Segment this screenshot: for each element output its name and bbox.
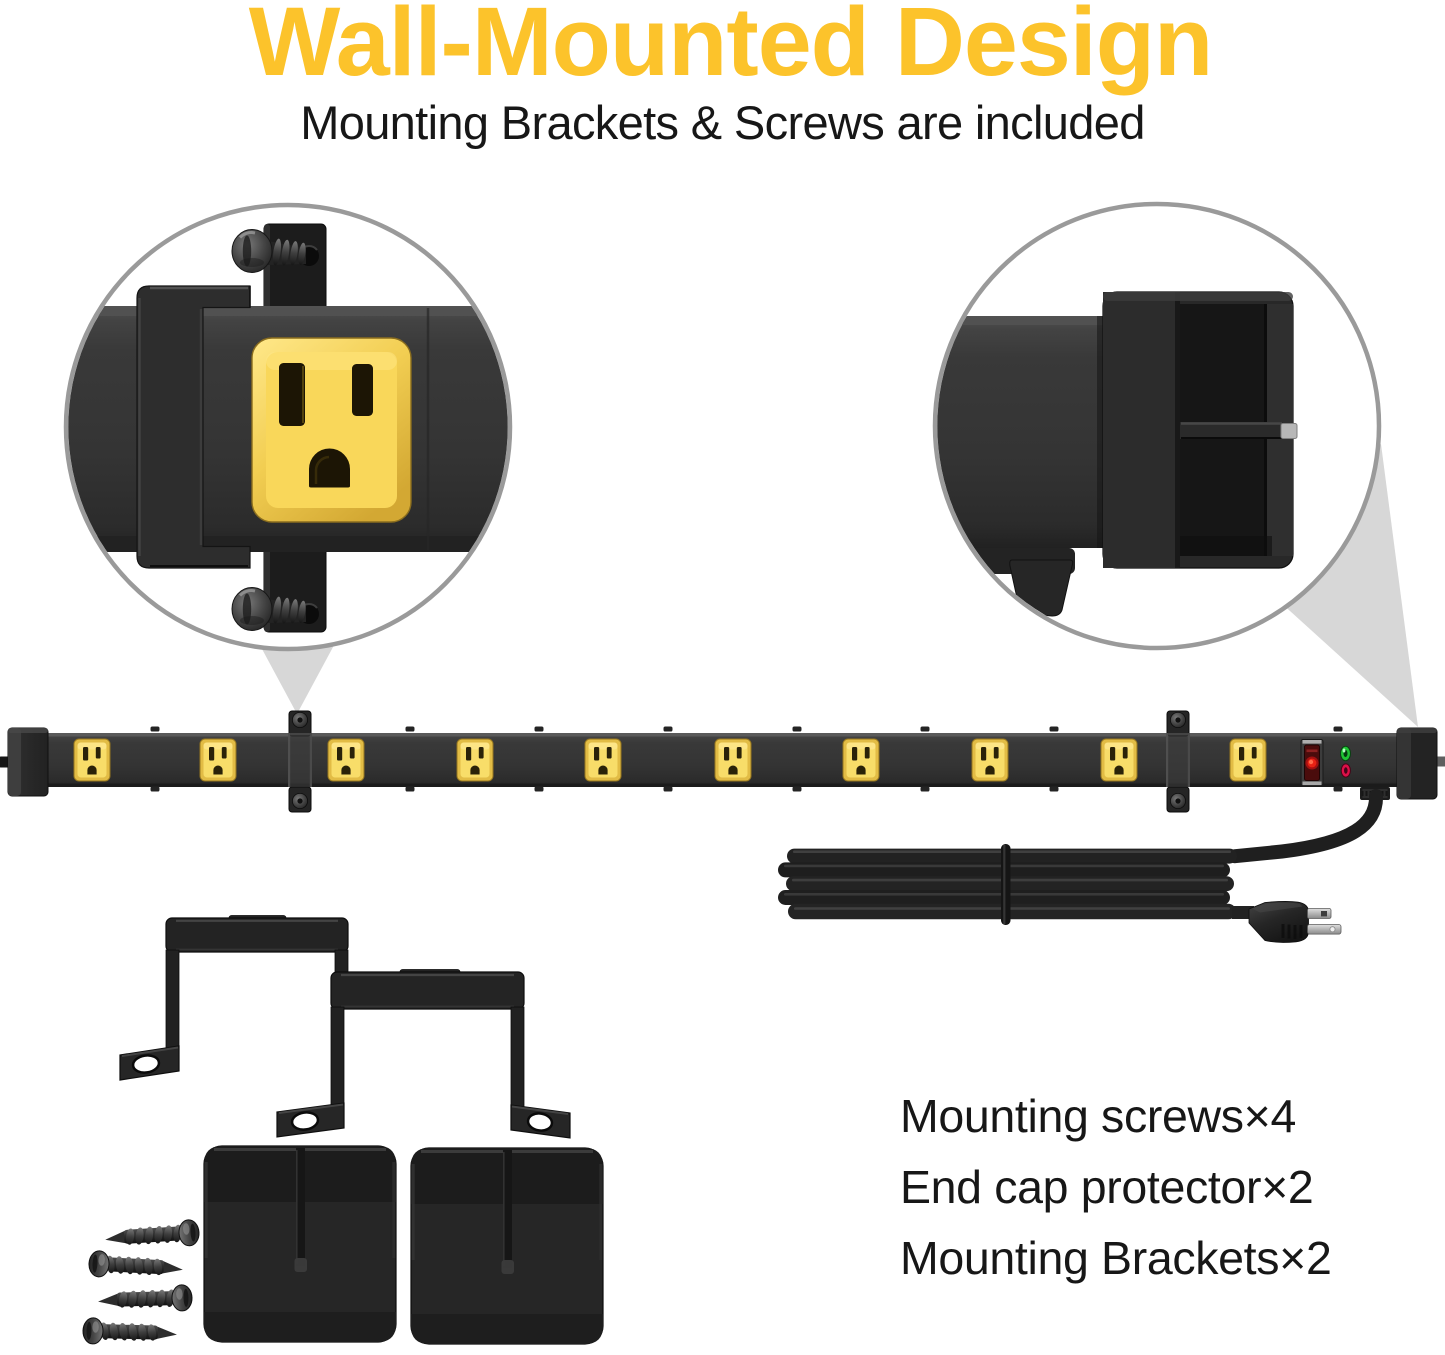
- outlet-icon: [456, 738, 494, 782]
- strip-tab: [920, 786, 930, 792]
- screw-icon-2: [87, 1249, 185, 1282]
- page-subtitle: Mounting Brackets & Screws are included: [300, 96, 1145, 149]
- detail-outlet: [251, 337, 412, 523]
- right-callout: [932, 201, 1382, 651]
- strip-tab: [792, 726, 802, 732]
- left-callout: [63, 202, 513, 652]
- included-item: Mounting screws×4: [900, 1090, 1296, 1142]
- right-callout-wedge: [1258, 444, 1418, 727]
- outlet-icon: [327, 738, 365, 782]
- strip-tab: [1333, 786, 1343, 792]
- detail-screw-top: [231, 229, 319, 273]
- strip-bracket-icon: [1165, 710, 1191, 813]
- outlet-icon: [199, 738, 237, 782]
- outlet-icon: [971, 738, 1009, 782]
- strip-tab: [1049, 786, 1059, 792]
- led-green: [1340, 745, 1351, 762]
- screw-icon-3: [97, 1284, 193, 1314]
- mounting-bracket-1: [119, 915, 349, 1081]
- led-red: [1340, 763, 1351, 778]
- strip-tab: [663, 726, 673, 732]
- page-title: Wall-Mounted Design: [248, 0, 1214, 96]
- strip-bracket-icon: [287, 710, 313, 813]
- outlet-icon: [714, 738, 752, 782]
- strip-tab: [792, 786, 802, 792]
- end-cap-2: [409, 1146, 605, 1346]
- strip-end-cap-right: [1396, 727, 1445, 800]
- strip-tab: [1049, 726, 1059, 732]
- outlet-icon: [1229, 738, 1267, 782]
- outlet-icon: [73, 738, 111, 782]
- detail-bracket-clip: [136, 285, 251, 569]
- strip-tab: [534, 726, 544, 732]
- strip-tab: [150, 726, 160, 732]
- strip-tab: [920, 726, 930, 732]
- detail-end-cap: [1102, 291, 1298, 569]
- kit-parts: [82, 915, 605, 1347]
- screw-icon-1: [103, 1218, 201, 1252]
- strip-tab: [405, 786, 415, 792]
- cord-tie: [1001, 844, 1011, 925]
- cord-coil: [778, 844, 1237, 925]
- end-cap-1: [202, 1144, 398, 1344]
- strip-tab: [150, 786, 160, 792]
- outlet-icon: [584, 738, 622, 782]
- strip-end-cap-left: [0, 727, 49, 797]
- screw-icon-4: [82, 1317, 178, 1347]
- power-cord: [1228, 787, 1390, 864]
- plug-icon: [1232, 901, 1342, 943]
- mounting-bracket-2: [276, 969, 571, 1139]
- strip-tab: [663, 786, 673, 792]
- detail-screw-bottom: [231, 587, 319, 631]
- detail-strip-end: [937, 316, 1105, 548]
- included-item: End cap protector×2: [900, 1161, 1314, 1213]
- outlet-icon: [842, 738, 880, 782]
- outlet-icon: [1100, 738, 1138, 782]
- strip-tab: [534, 786, 544, 792]
- power-strip: [0, 710, 1445, 943]
- power-switch: [1300, 739, 1324, 786]
- included-item: Mounting Brackets×2: [900, 1232, 1332, 1284]
- included-items-list: Mounting screws×4 End cap protector×2 Mo…: [900, 1081, 1332, 1294]
- strip-tab: [1333, 726, 1343, 732]
- strip-tab: [405, 726, 415, 732]
